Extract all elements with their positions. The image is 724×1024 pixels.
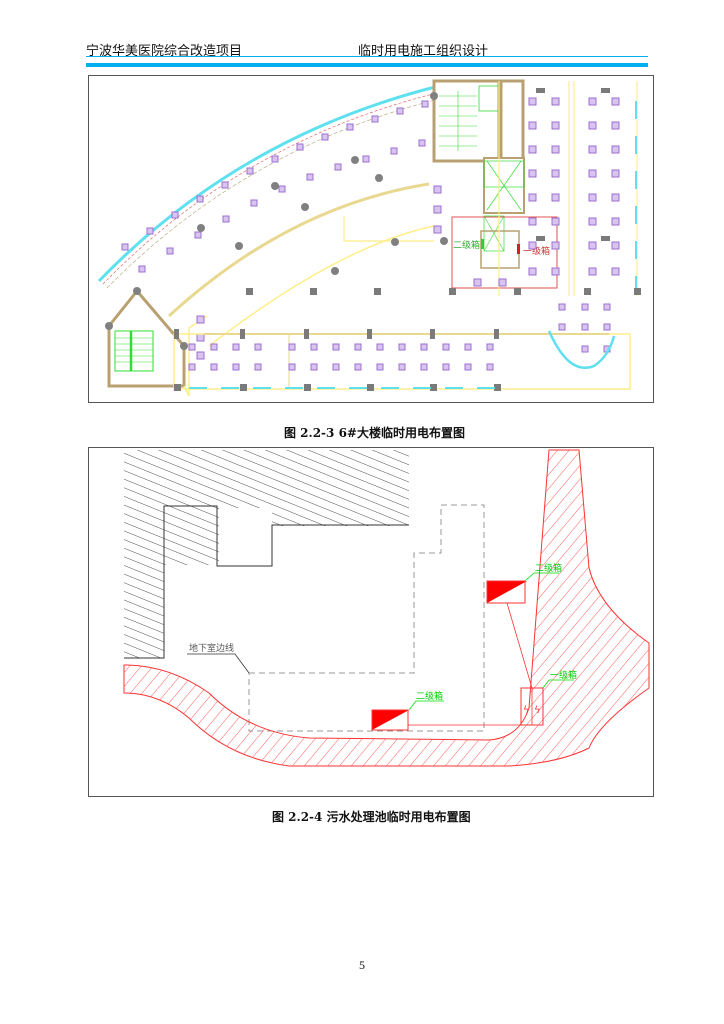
- svg-text:ϟ: ϟ: [534, 705, 541, 716]
- page-number: 5: [359, 958, 365, 972]
- sewage-plan-drawing: 二级箱 二级箱 ϟ ϟ 一级箱 地下室边线: [123, 449, 650, 767]
- figure-building-floorplan: 二级箱 一级箱: [88, 75, 654, 403]
- label-secondary-box: 二级箱: [453, 239, 480, 251]
- label-primary-box: 一级箱: [550, 669, 577, 681]
- label-secondary-box-upper: 二级箱: [535, 562, 562, 574]
- figure-sewage-pool-plan: 二级箱 二级箱 ϟ ϟ 一级箱 地下室边线: [88, 447, 654, 797]
- svg-text:ϟ: ϟ: [523, 705, 530, 716]
- header-document-title: 临时用电施工组织设计: [358, 44, 489, 59]
- header-divider-thin: [86, 56, 648, 57]
- header-divider-thick: [86, 63, 648, 67]
- label-secondary-box-lower: 二级箱: [416, 690, 443, 702]
- label-basement-edge: 地下室边线: [189, 642, 234, 654]
- figure1-caption: 图 2.2-3 6#大楼临时用电布置图: [284, 426, 465, 440]
- floorplan-drawing: 二级箱 一级箱: [97, 79, 641, 397]
- figure2-caption: 图 2.2-4 污水处理池临时用电布置图: [272, 810, 471, 824]
- header-project-title: 宁波华美医院综合改造项目: [86, 44, 243, 59]
- label-primary-box: 一级箱: [523, 245, 550, 257]
